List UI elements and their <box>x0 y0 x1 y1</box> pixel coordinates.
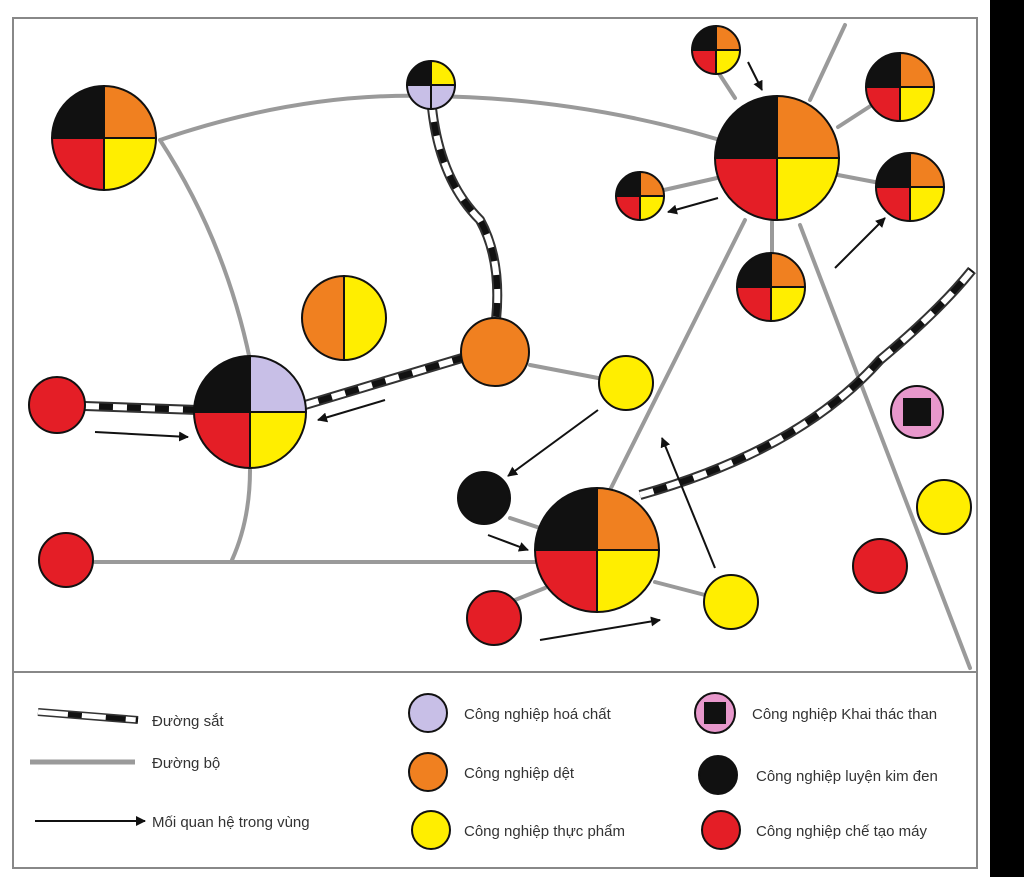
railway <box>303 353 464 410</box>
legend-item-textile: Công nghiệp dệt <box>408 752 575 792</box>
food-center <box>598 355 654 411</box>
coal-center <box>890 385 944 439</box>
ferrous-metallurgy-icon <box>698 755 738 795</box>
relation-arrow <box>317 399 386 423</box>
relation-arrow <box>94 431 189 442</box>
legend-item-ferrous: Công nghiệp luyện kim đen <box>698 755 938 795</box>
railways <box>84 107 976 500</box>
industrial-center <box>405 59 457 111</box>
industrial-center <box>713 94 841 222</box>
relation-arrow <box>660 437 716 569</box>
textile-center <box>460 317 530 387</box>
machinery-center <box>466 590 522 646</box>
legend-label: Công nghiệp luyện kim đen <box>756 768 938 785</box>
road <box>836 173 882 185</box>
road <box>716 70 737 100</box>
relation-arrow <box>747 61 763 91</box>
road <box>808 23 847 102</box>
industrial-centers <box>28 24 972 646</box>
legend-label: Công nghiệp hoá chất <box>464 706 612 723</box>
legend-item-road: Đường bộ <box>30 755 220 772</box>
industrial-center <box>614 170 666 222</box>
legend-item-relation: Mối quan hệ trong vùng <box>35 814 310 831</box>
relation-arrow <box>507 409 599 477</box>
road <box>608 218 747 492</box>
legend-label: Mối quan hệ trong vùng <box>152 814 310 831</box>
machinery-center <box>38 532 94 588</box>
relation-arrow <box>667 197 719 215</box>
railway-line-icon <box>37 708 139 724</box>
textile-industry-icon <box>408 752 448 792</box>
industrial-center <box>735 251 807 323</box>
food-center <box>703 574 759 630</box>
machinery-industry-icon <box>701 810 741 850</box>
roads <box>93 23 972 670</box>
legend: Đường sắt Đường bộ Mối quan hệ trong vùn… <box>30 692 938 850</box>
industrial-center <box>874 151 946 223</box>
road <box>798 223 972 670</box>
industrial-center <box>301 274 387 362</box>
industrial-center <box>192 354 308 470</box>
legend-item-coal: Công nghiệp Khai thác than <box>694 692 937 734</box>
legend-item-railway: Đường sắt <box>37 708 224 730</box>
food-center <box>916 479 972 535</box>
legend-label: Công nghiệp thực phẩm <box>464 823 625 840</box>
road <box>653 580 707 597</box>
relation-arrows <box>94 61 886 641</box>
coal-mining-icon <box>694 692 736 734</box>
road <box>158 138 252 362</box>
legend-item-food: Công nghiệp thực phẩm <box>411 810 625 850</box>
relation-arrow <box>539 616 661 641</box>
machinery-center <box>28 376 86 434</box>
railway <box>427 107 503 321</box>
chemical-industry-icon <box>408 693 448 733</box>
legend-label: Công nghiệp dệt <box>464 765 575 782</box>
industrial-center <box>690 24 742 76</box>
railway <box>638 266 976 500</box>
food-industry-icon <box>411 810 451 850</box>
legend-label: Đường sắt <box>152 713 224 730</box>
right-edge-bar <box>990 0 1024 877</box>
road <box>528 363 600 380</box>
road <box>662 176 719 192</box>
railway <box>84 401 199 415</box>
legend-item-machinery: Công nghiệp chế tạo máy <box>701 810 927 850</box>
relation-arrow <box>487 534 529 552</box>
industrial-center <box>864 51 936 123</box>
machinery-center <box>852 538 908 594</box>
legend-frame <box>12 671 978 869</box>
road <box>836 103 874 129</box>
road <box>230 468 252 562</box>
industrial-center <box>533 486 661 614</box>
ferrous-center <box>457 471 511 525</box>
road <box>508 516 542 530</box>
legend-item-chemical: Công nghiệp hoá chất <box>408 693 612 733</box>
relation-arrow <box>834 217 886 269</box>
legend-label: Công nghiệp Khai thác than <box>752 706 937 723</box>
legend-label: Công nghiệp chế tạo máy <box>756 823 927 840</box>
industrial-center <box>50 84 158 192</box>
road <box>513 586 547 602</box>
legend-label: Đường bộ <box>152 755 220 772</box>
